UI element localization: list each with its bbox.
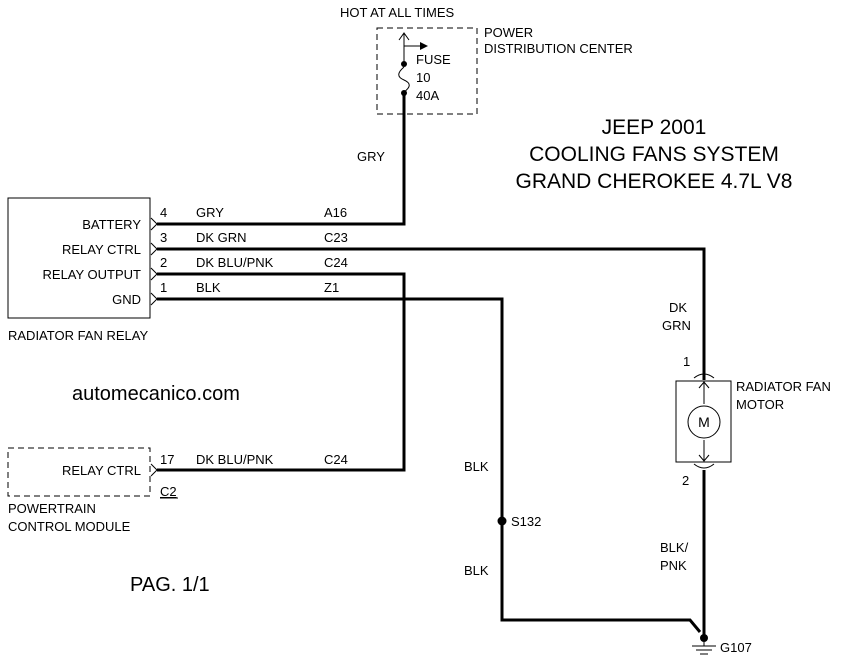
power-distribution-center-box xyxy=(376,27,478,115)
hot-bus-arrow-icon xyxy=(398,32,428,50)
ground-label: G107 xyxy=(720,640,752,655)
title-line1: JEEP 2001 xyxy=(602,116,707,139)
wire-color-gry: GRY xyxy=(196,205,224,220)
pcm-caption-line2: CONTROL MODULE xyxy=(8,519,131,534)
pcm-box xyxy=(7,447,151,497)
wire-label-blk-upper: BLK xyxy=(464,459,489,474)
relay-pin-3-number: 3 xyxy=(160,230,167,245)
motor-pin-1: 1 xyxy=(683,354,690,369)
motor-symbol-icon xyxy=(687,405,721,439)
wire-dk-grn-c23 xyxy=(157,247,706,380)
relay-pin-1-number: 1 xyxy=(160,280,167,295)
pcm-connector-chevron xyxy=(150,463,158,477)
fuse-icon xyxy=(398,46,410,96)
relay-pin-relay-ctrl-name: RELAY CTRL xyxy=(62,242,141,257)
page-number: PAG. 1/1 xyxy=(130,574,210,596)
pcm-pin-name: RELAY CTRL xyxy=(62,463,141,478)
pcm-connector-label: C2 xyxy=(160,484,177,499)
radiator-fan-relay-box xyxy=(7,197,151,319)
wire-dk-blu-pnk-c24 xyxy=(157,272,406,472)
pcm-caption-line1: POWERTRAIN xyxy=(8,501,96,516)
splice-label: S132 xyxy=(511,514,541,529)
pcm-wire-color: DK BLU/PNK xyxy=(196,452,274,467)
fuse-number: 10 xyxy=(416,70,430,85)
fuse-label: FUSE xyxy=(416,52,451,67)
wire-label-gry: GRY xyxy=(357,149,385,164)
pdc-label-line2: DISTRIBUTION CENTER xyxy=(484,41,633,56)
fuse-rating: 40A xyxy=(416,88,439,103)
relay-pin-relay-output-name: RELAY OUTPUT xyxy=(43,267,142,282)
wire-gry-a16 xyxy=(157,95,406,226)
motor-symbol-letter: M xyxy=(698,414,710,430)
pdc-label-line1: POWER xyxy=(484,25,533,40)
title-line2: COOLING FANS SYSTEM xyxy=(529,143,779,166)
watermark: automecanico.com xyxy=(72,383,240,405)
wire-label-blk-lower: BLK xyxy=(464,563,489,578)
wire-label-blk-pnk-2: PNK xyxy=(660,558,687,573)
relay-caption: RADIATOR FAN RELAY xyxy=(8,328,148,343)
motor-label-line1: RADIATOR FAN xyxy=(736,379,831,394)
circuit-z1: Z1 xyxy=(324,280,339,295)
motor-label-line2: MOTOR xyxy=(736,397,784,412)
relay-pin-battery-name: BATTERY xyxy=(82,217,141,232)
relay-connector-chevrons xyxy=(150,217,158,306)
motor-internal-leads xyxy=(698,381,710,462)
motor-connector-top-icon xyxy=(693,373,715,379)
circuit-c24: C24 xyxy=(324,255,348,270)
wire-label-grn: GRN xyxy=(662,318,691,333)
motor-pin-2: 2 xyxy=(682,473,689,488)
wire-color-blk: BLK xyxy=(196,280,221,295)
relay-pin-gnd-name: GND xyxy=(112,292,141,307)
title-line3: GRAND CHEROKEE 4.7L V8 xyxy=(516,170,793,193)
wire-label-dk: DK xyxy=(669,300,687,315)
wire-color-dk-grn: DK GRN xyxy=(196,230,247,245)
splice-dot-icon xyxy=(497,516,507,526)
pcm-circuit: C24 xyxy=(324,452,348,467)
ground-icon xyxy=(692,634,716,655)
hot-at-all-times-label: HOT AT ALL TIMES xyxy=(340,5,454,20)
circuit-a16: A16 xyxy=(324,205,347,220)
wire-blk-z1 xyxy=(157,297,702,633)
motor-connector-bottom-icon xyxy=(693,463,715,469)
wire-color-dk-blu-pnk: DK BLU/PNK xyxy=(196,255,274,270)
relay-pin-2-number: 2 xyxy=(160,255,167,270)
pcm-pin-number: 17 xyxy=(160,452,174,467)
wire-label-blk-pnk-1: BLK/ xyxy=(660,540,689,555)
circuit-c23: C23 xyxy=(324,230,348,245)
relay-pin-4-number: 4 xyxy=(160,205,167,220)
